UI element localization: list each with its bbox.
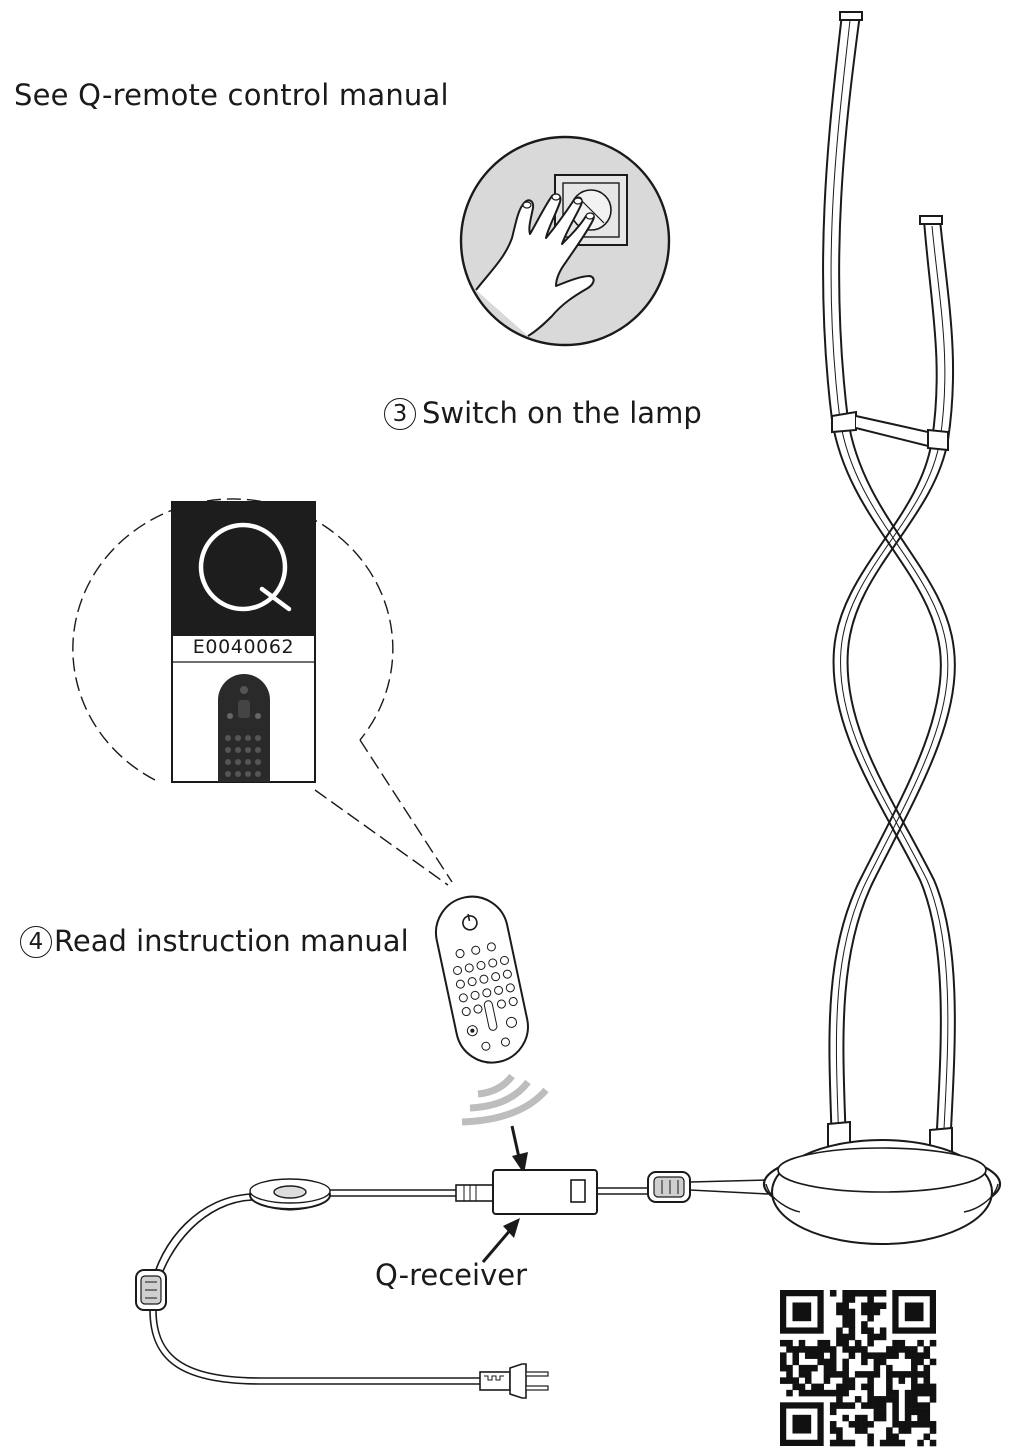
wireless-signal-waves (461, 1073, 549, 1126)
twisted-floor-lamp (762, 11, 1002, 1245)
step-3-number: 3 (384, 398, 416, 430)
ferrite-bead-right (647, 1171, 691, 1203)
remote-photo (218, 674, 270, 782)
qr-code (780, 1290, 937, 1447)
brand-block (172, 502, 315, 636)
step-4-number: 4 (20, 926, 52, 958)
eu-power-plug (479, 1363, 549, 1399)
remote-control (434, 895, 529, 1064)
step-4-text: Read instruction manual (54, 924, 409, 958)
cables (149, 1179, 769, 1385)
arrow-to-receiver (510, 1125, 528, 1174)
arrow-from-label (481, 1218, 520, 1263)
cable-connector (455, 1184, 495, 1202)
model-code: E0040062 (192, 636, 295, 658)
switch-illustration (459, 135, 671, 347)
see-manual-label: See Q-remote control manual (14, 78, 449, 112)
q-letter-logo (198, 522, 292, 612)
ferrite-bead-left (135, 1269, 167, 1311)
step-3-text: Switch on the lamp (422, 396, 702, 430)
foot-switch (249, 1178, 331, 1211)
q-receiver-box (492, 1169, 598, 1215)
receiver-label: Q-receiver (375, 1258, 527, 1292)
remote-zoom-bubble (72, 498, 453, 886)
